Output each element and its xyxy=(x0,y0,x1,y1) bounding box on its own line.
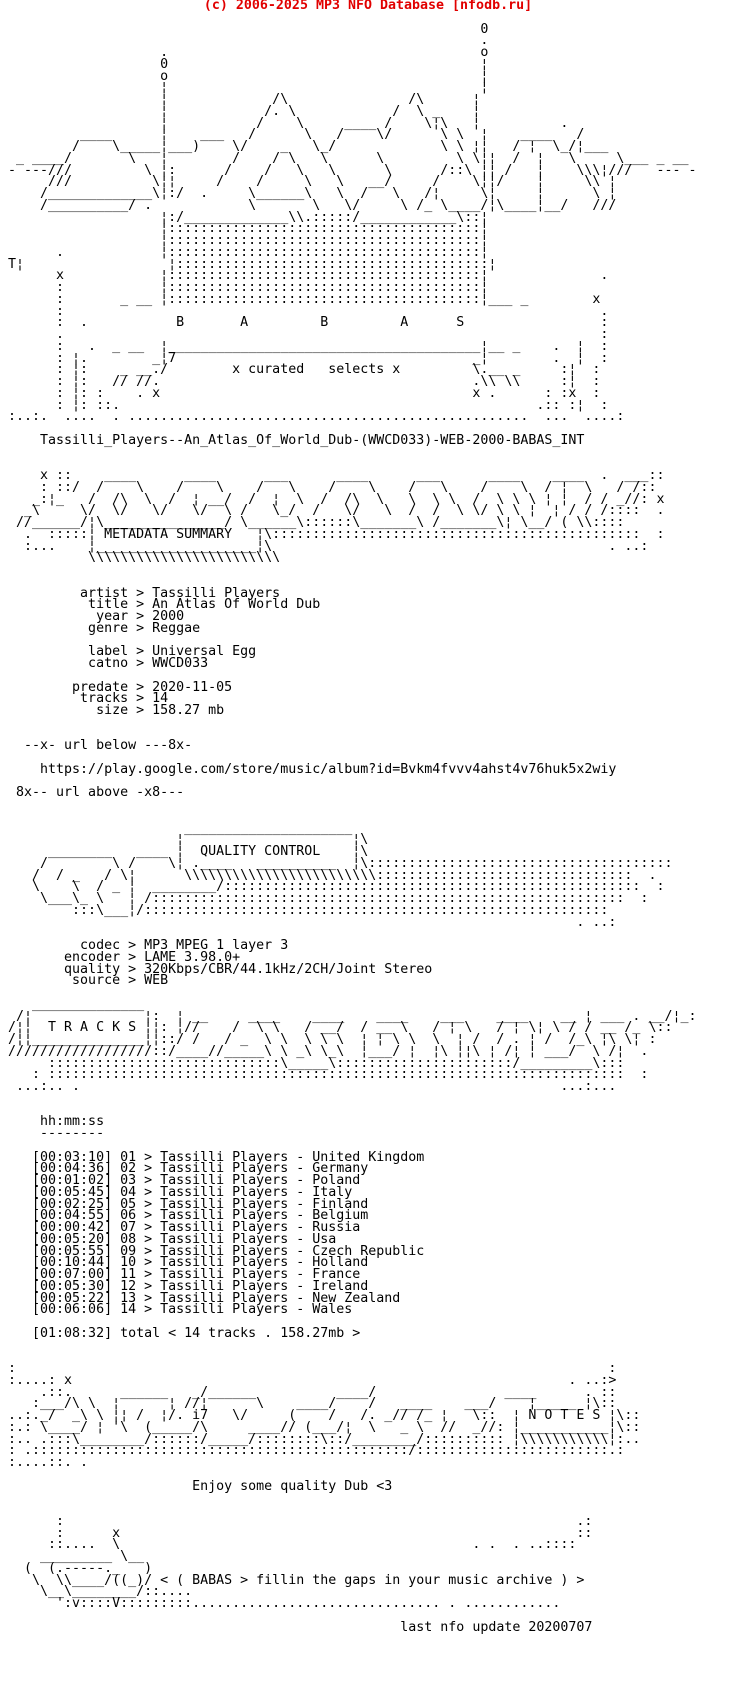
footer-scissors-art: : .: : x :: ::.... \ xyxy=(24,1513,593,1611)
time-format-header: hh:mm:ss -------- xyxy=(40,1114,105,1141)
metadata-banner-art: x :: ____ ____ ___ ____ ___ ____ ____ . … xyxy=(16,468,665,566)
quality-banner-art: _____________________ ¦ ¦\ ________ ____… xyxy=(32,820,673,930)
notes-message: Enjoy some quality Dub <3 xyxy=(192,1478,393,1494)
quality-fields: codec > MP3 MPEG 1 layer 3 encoder > LAM… xyxy=(64,938,433,989)
track-list: [00:03:10] 01 > Tassilli Players - Unite… xyxy=(32,1149,425,1318)
ascii-art-logo: 0 . . o 0 ¦ xyxy=(8,21,697,425)
track-total: [01:08:32] total < 14 tracks . 158.27mb … xyxy=(32,1325,361,1341)
tracks-banner-art: ______________ /¦ ¦: ¦ __ ____ ____ ____… xyxy=(8,996,697,1094)
notes-banner-art: : : :....: x . ..:> .::. ______ _/______… xyxy=(8,1361,641,1470)
url-section: --x- url below ---8x- https://play.googl… xyxy=(16,738,617,801)
release-name: Tassilli_Players--An_Atlas_Of_World_Dub-… xyxy=(40,432,585,448)
metadata-fields: artist > Tassilli Players title > An Atl… xyxy=(72,585,321,718)
last-update: last nfo update 20200707 xyxy=(400,1619,593,1635)
site-copyright-header: (c) 2006-2025 MP3 NFO Database [nfodb.ru… xyxy=(203,0,533,13)
